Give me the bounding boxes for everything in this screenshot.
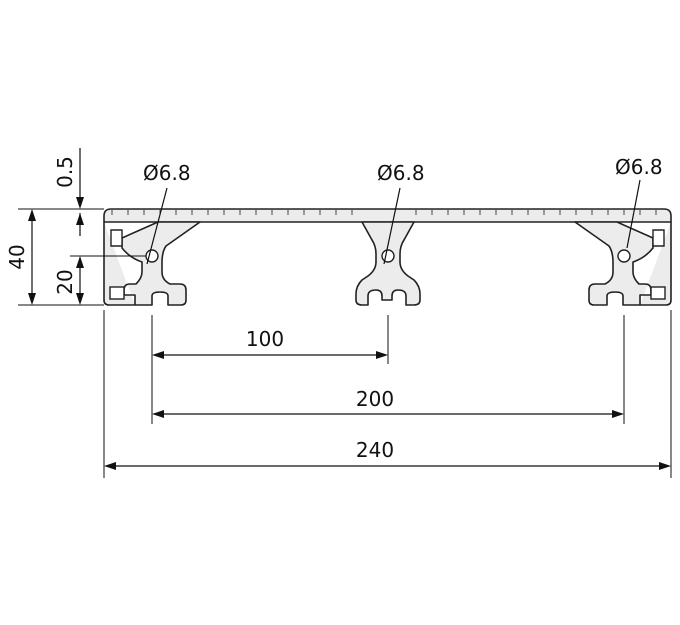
middle-node [355,221,421,306]
dim-pitch-100: 100 [246,327,284,351]
right-hole [617,249,631,263]
left-node [103,221,201,306]
dimension-100: 100 [152,327,388,359]
right-corner-cavity [650,286,666,300]
hole-label-middle: Ø6.8 [377,161,425,185]
left-corner-cavity [109,286,125,300]
dimension-40: 40 [5,209,36,305]
dim-top-skin: 0.5 [53,156,77,188]
aluminium-profile [103,208,672,306]
dim-slot-height: 20 [53,269,77,294]
dimension-240: 240 [104,438,671,470]
hole-label-left: Ø6.8 [143,161,191,185]
dim-pitch-200: 200 [356,387,394,411]
top-plate [103,208,672,223]
middle-hole [381,249,395,263]
right-node [574,221,672,306]
top-ribs [111,210,657,215]
dimension-200: 200 [152,387,624,418]
left-slot-void [110,229,123,247]
dim-overall-width: 240 [356,438,394,462]
dimension-0-5: 0.5 [53,148,84,236]
right-slot-void [652,229,665,247]
hole-label-right: Ø6.8 [615,155,663,179]
hole-callouts: Ø6.8 Ø6.8 Ø6.8 [143,155,663,265]
dimension-20: 20 [53,256,84,305]
dim-total-height: 40 [5,244,29,269]
extension-lines [18,208,672,478]
